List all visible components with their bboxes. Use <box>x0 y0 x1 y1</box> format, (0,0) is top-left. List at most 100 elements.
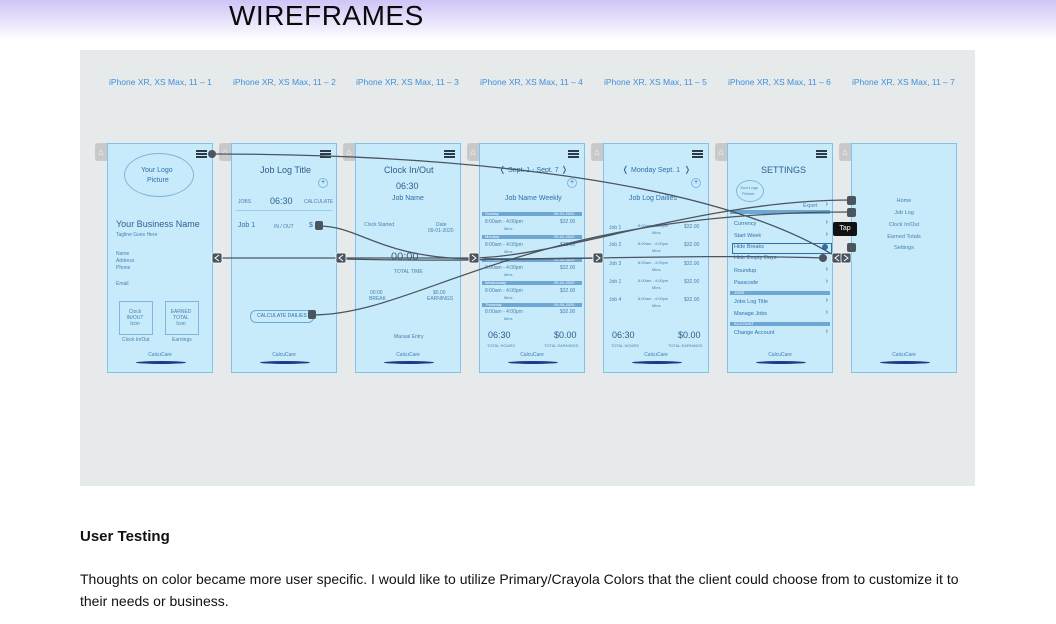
daily-mins: Mins <box>652 230 661 235</box>
hamburger-menu-icon[interactable] <box>568 150 579 158</box>
clock-btn-label: Clock IN/OUT Icon <box>126 309 144 327</box>
prev-day-icon[interactable]: ❬ <box>622 165 629 174</box>
daily-time: 8:00am - 4:00pm <box>638 296 669 301</box>
earnings-label: EARNINGS <box>427 296 454 302</box>
settings-item-change-account[interactable]: Change Account <box>734 330 775 336</box>
logo-text: Picture <box>147 177 169 184</box>
nav-menu-home[interactable]: Home <box>896 198 912 204</box>
job-name: Job Name <box>392 195 424 202</box>
add-icon[interactable]: + <box>567 178 577 188</box>
day-time[interactable]: 8:00am - 4:00pm <box>485 288 523 294</box>
brand-footer: CalcuCare <box>272 352 296 358</box>
clock-caption: Clock In/Out <box>122 337 150 343</box>
day-date: 09-05-2020 <box>554 302 575 307</box>
section-body: Thoughts on color became more user speci… <box>80 571 959 609</box>
phone-screen-5: ❬ Monday Sept. 1 ❭ + Job Log Dailies Job… <box>603 143 709 373</box>
manual-entry-link[interactable]: Manual Entry <box>394 334 424 340</box>
day-date: 09-03-2020 <box>554 257 575 262</box>
job-log-title: Job Log Title <box>260 165 312 175</box>
hamburger-menu-icon[interactable] <box>816 150 827 158</box>
home-icon[interactable]: ⌂ <box>467 143 479 161</box>
earnings-caption: Earnings <box>172 337 192 343</box>
chevron-right-icon: › <box>825 278 828 285</box>
day-time[interactable]: 8:00am - 4:00pm <box>485 265 523 271</box>
earned-total-button[interactable] <box>165 301 199 335</box>
settings-item-hide-breaks[interactable]: Hide Breaks <box>734 244 764 250</box>
calculate-link[interactable]: CALCULATE <box>304 199 334 205</box>
day-name: Thursday <box>485 302 502 307</box>
break-label: BREAK <box>369 296 386 302</box>
nav-menu-job-log[interactable]: Job Log <box>894 210 914 216</box>
job-row-label[interactable]: Job 1 <box>238 222 256 229</box>
brand-footer: CalcuCare <box>520 352 544 358</box>
add-icon[interactable]: + <box>691 178 701 188</box>
daily-amount: $32.00 <box>684 224 700 230</box>
phone-screen-1: Your Logo Picture Your Business Name Tag… <box>107 143 213 373</box>
brand-bar <box>260 361 310 364</box>
settings-item-jobs-log-title[interactable]: Jobs Log Title <box>734 299 768 305</box>
brand-bar <box>508 361 558 364</box>
frame-label: iPhone XR, XS Max, 11 – 5 <box>604 77 707 87</box>
daily-mins: Mins <box>652 248 661 253</box>
frame-label: iPhone XR, XS Max, 11 – 4 <box>480 77 583 87</box>
home-icon[interactable]: ⌂ <box>343 143 355 161</box>
next-week-icon[interactable]: ❭ <box>561 165 568 174</box>
nav-menu-clock[interactable]: Clock In/Out <box>888 222 920 228</box>
brand-bar <box>136 361 186 364</box>
total-time-label: TOTAL TIME <box>394 269 423 275</box>
daily-job[interactable]: Job 2 <box>609 242 622 248</box>
toggle-radio-icon[interactable] <box>822 244 828 250</box>
add-icon[interactable]: + <box>318 178 328 188</box>
hamburger-menu-icon[interactable] <box>196 150 207 158</box>
day-date: 09-01-2020 <box>554 211 575 216</box>
divider <box>236 210 332 211</box>
clock-in-out-button[interactable] <box>119 301 153 335</box>
home-icon[interactable]: ⌂ <box>219 143 231 161</box>
home-icon[interactable]: ⌂ <box>839 143 851 161</box>
hamburger-menu-icon[interactable] <box>692 150 703 158</box>
settings-item-passcode[interactable]: Passcode <box>734 280 759 286</box>
settings-item-manage-jobs[interactable]: Manage Jobs <box>734 311 768 317</box>
day-name: Tuesday <box>485 257 501 262</box>
hamburger-menu-icon[interactable] <box>444 150 455 158</box>
day-mins: Mins <box>504 316 513 321</box>
home-icon[interactable]: ⌂ <box>591 143 603 161</box>
export-link[interactable]: Export <box>803 203 818 209</box>
daily-job[interactable]: Job 1 <box>609 225 622 231</box>
daily-job[interactable]: Job 1 <box>609 279 622 285</box>
phone-screen-3: Clock In/Out 06:30 Job Name Clock Starte… <box>355 143 461 373</box>
day-amount: $32.00 <box>560 265 576 271</box>
daily-job[interactable]: Job 4 <box>609 297 622 303</box>
chevron-right-icon: › <box>825 219 828 226</box>
day-time[interactable]: 8:00am - 4:00pm <box>485 219 523 225</box>
calculate-dailies-button[interactable]: CALCULATE DAILIES <box>250 310 314 323</box>
daily-amount: $32.00 <box>684 261 700 267</box>
weekly-title: Job Name Weekly <box>505 195 562 202</box>
logo-text: Picture <box>742 191 755 196</box>
day-name: Wednesday <box>485 280 507 285</box>
home-icon[interactable]: ⌂ <box>715 143 727 161</box>
logo-text: Your Logo <box>141 167 173 174</box>
nav-menu-earned-totals[interactable]: Earned Totals <box>887 234 921 240</box>
home-icon[interactable]: ⌂ <box>95 143 107 161</box>
day-time[interactable]: 8:00am - 4:00pm <box>485 309 523 315</box>
logo-placeholder <box>124 153 194 197</box>
settings-item-roundup[interactable]: Roundup <box>734 268 757 274</box>
settings-item-currency[interactable]: Currency <box>734 221 757 227</box>
daily-amount: $32.00 <box>684 242 700 248</box>
phone-screen-2: Job Log Title + JOBS 06:30 CALCULATE Job… <box>231 143 337 373</box>
nav-menu-settings[interactable]: Settings <box>894 245 914 251</box>
logo-text: Your Logo <box>740 185 759 190</box>
settings-item-hide-empty-days[interactable]: Hide Empty Days <box>734 255 777 261</box>
section-header <box>730 322 830 326</box>
settings-item-start-week[interactable]: Start Week <box>734 233 762 239</box>
hamburger-menu-icon[interactable] <box>320 150 331 158</box>
day-mins: Mins <box>504 272 513 277</box>
prev-week-icon[interactable]: ❬ <box>499 165 506 174</box>
day-range: Monday Sept. 1 <box>631 167 681 174</box>
header-gradient <box>0 0 1056 40</box>
next-day-icon[interactable]: ❭ <box>684 165 691 174</box>
day-time[interactable]: 8:00am - 4:00pm <box>485 242 523 248</box>
day-date: 09-02-2020 <box>554 234 575 239</box>
daily-job[interactable]: Job 3 <box>609 261 622 267</box>
